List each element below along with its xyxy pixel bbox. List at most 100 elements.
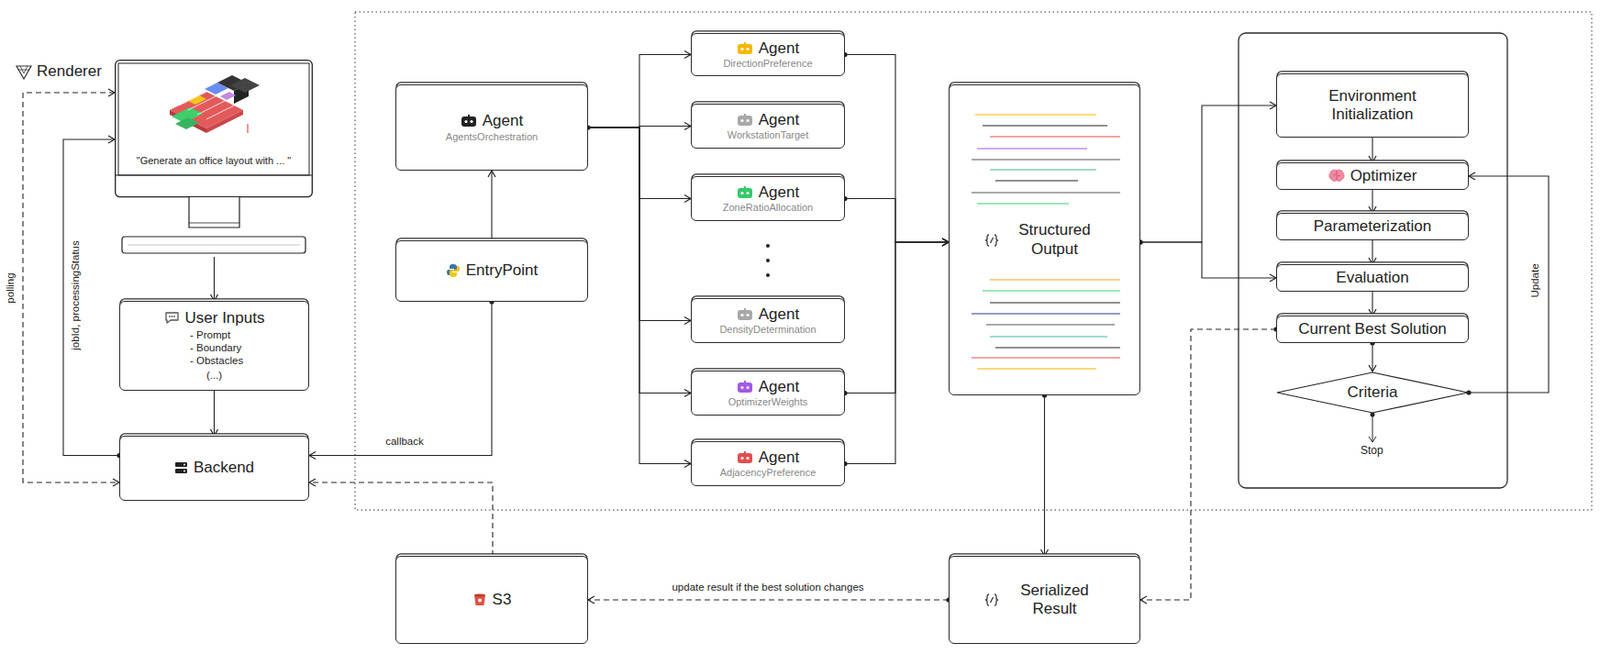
node-text: - Prompt	[189, 329, 231, 343]
agent-box: AgentDensityDetermination	[690, 298, 845, 344]
connector-line	[63, 139, 120, 456]
icon-part	[984, 233, 1000, 248]
icon-part	[736, 42, 754, 56]
connector	[585, 51, 691, 131]
connector-line	[1371, 240, 1373, 265]
connector-line	[588, 55, 691, 129]
icon-part	[183, 464, 186, 467]
icon-part	[745, 47, 749, 51]
stop-label: Stop	[1358, 444, 1386, 457]
node-text: - Boundary	[189, 342, 242, 356]
process-box: Environment Initialization	[1276, 73, 1469, 138]
connector	[1041, 392, 1049, 556]
arrowhead	[309, 452, 316, 460]
arrowhead	[1468, 172, 1476, 180]
icon-part	[740, 386, 744, 389]
arrowhead	[1368, 206, 1377, 213]
node-text: Current Best Solution	[1298, 320, 1447, 339]
node-text: Criteria	[1347, 383, 1399, 402]
code-line	[975, 113, 1097, 115]
node-text: Agent	[758, 305, 800, 324]
icon	[445, 263, 461, 278]
arrowhead	[684, 460, 691, 468]
title-row: Structured Output	[984, 221, 1106, 259]
arrowhead	[1269, 101, 1277, 110]
connector-line	[844, 55, 949, 244]
connector	[1368, 240, 1377, 265]
monitor-graphic	[169, 91, 244, 129]
connector	[842, 238, 949, 467]
connector-line	[309, 301, 492, 456]
icon-part	[464, 120, 467, 123]
monitor-graphic	[188, 197, 240, 228]
icon-part	[175, 468, 188, 474]
arrowhead	[112, 478, 120, 487]
icon-part	[164, 311, 180, 325]
arrowhead	[488, 170, 496, 178]
icon-part	[173, 315, 176, 318]
stop-line	[1372, 414, 1374, 443]
monitor-screen: "Generate an office layout with ... "	[114, 59, 313, 257]
monitor-graphic	[115, 60, 313, 198]
storage-box: S3	[395, 555, 589, 645]
icon-part	[740, 313, 744, 317]
title-row: User Inputs	[164, 309, 266, 328]
arrowhead	[309, 478, 316, 487]
node-text: Backend	[193, 458, 255, 478]
icon	[174, 461, 189, 475]
connector	[211, 390, 219, 436]
code-line	[989, 168, 1097, 170]
icon-part	[477, 598, 482, 602]
icon-part	[736, 113, 754, 127]
title-row: Serialized Result	[984, 581, 1106, 620]
icon-part	[472, 592, 488, 608]
connector-line	[1371, 137, 1373, 163]
connector	[1137, 239, 1277, 282]
connector	[588, 127, 691, 468]
node-text: DirectionPreference	[722, 57, 812, 70]
icon-part	[740, 191, 744, 195]
agent-box: AgentWorkstationTarget	[690, 103, 845, 149]
icon-part	[740, 119, 744, 123]
icon-part	[1329, 170, 1345, 182]
icon-part	[989, 237, 993, 244]
icon-part	[166, 312, 178, 323]
arrowhead	[1140, 596, 1147, 604]
connector-line	[1371, 291, 1373, 316]
node-text: Agent	[758, 448, 800, 467]
icon	[736, 42, 754, 56]
node-text: (...)	[206, 369, 223, 383]
title-row: Agent	[736, 111, 800, 130]
node-text: Optimizer	[1350, 166, 1418, 186]
connector	[1466, 172, 1549, 396]
monitor-graphic	[178, 91, 234, 120]
icon-part	[744, 380, 746, 384]
arrowhead	[684, 389, 691, 398]
arrowhead	[108, 88, 115, 97]
node-text: Structured Output	[1004, 221, 1106, 259]
icon	[736, 113, 754, 127]
renderer-icon	[18, 66, 30, 74]
icon-part	[736, 451, 754, 465]
ellipsis-dot	[766, 244, 770, 248]
code-line	[971, 191, 1121, 193]
icon-part	[737, 44, 753, 55]
connector-line	[1371, 343, 1373, 372]
title-row: Agent	[736, 39, 800, 58]
connector-line	[1371, 189, 1373, 213]
stop-arrowhead	[1368, 436, 1377, 443]
connector-line	[1140, 242, 1277, 278]
code-line	[995, 346, 1121, 348]
arrowhead	[108, 135, 115, 144]
icon-part	[744, 42, 746, 45]
node-text: ZoneRatioAllocation	[722, 201, 813, 214]
title-row: Agent	[460, 111, 523, 131]
monitor-graphic	[188, 95, 207, 105]
arrowhead	[684, 317, 691, 325]
icon	[736, 380, 754, 394]
process-box: Optimizer	[1276, 162, 1469, 190]
connector	[211, 256, 219, 301]
agent-box: AgentAdjacencyPreference	[690, 441, 845, 487]
node-text: OptimizerWeights	[728, 396, 809, 409]
icon-part	[736, 308, 754, 322]
